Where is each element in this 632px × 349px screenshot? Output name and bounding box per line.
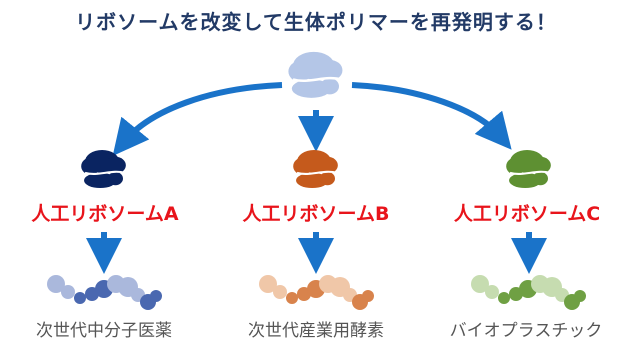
arrow-to-ribosome-c — [351, 82, 512, 150]
polymer-chain-c-icon — [471, 275, 586, 310]
polymer-bead — [150, 290, 162, 302]
ribosome-b-label: 人工リボソームB — [242, 203, 390, 225]
application-b-label: 次世代産業用酵素 — [248, 321, 384, 341]
polymer-chain-b-icon — [259, 275, 374, 310]
source-ribosome-icon — [288, 51, 343, 98]
polymer-bead — [574, 290, 586, 302]
diagram-title: リボソームを改変して生体ポリマーを再発明する！ — [0, 2, 632, 42]
polymer-bead — [485, 285, 499, 299]
polymer-bead — [471, 275, 489, 293]
polymer-bead — [61, 285, 75, 299]
application-c-label: バイオプラスチック — [449, 321, 603, 341]
polymer-bead — [286, 292, 298, 304]
arrow-to-ribosome-a — [112, 82, 283, 156]
title-emphasis-text: 再発明 — [430, 10, 494, 34]
ribosome-c-label: 人工リボソームC — [453, 203, 601, 225]
application-a-label: 次世代中分子医薬 — [36, 321, 172, 341]
polymer-bead — [273, 285, 287, 299]
polymer-chain-a-icon — [47, 275, 162, 310]
polymer-bead — [362, 290, 374, 302]
ribosome-a-label: 人工リボソームA — [31, 203, 179, 225]
polymer-bead — [498, 292, 510, 304]
ribosome-c-icon — [506, 150, 551, 189]
ribosome-b-icon — [293, 150, 338, 189]
title-suffix: する！ — [493, 10, 557, 34]
ribosome-a-icon — [81, 150, 126, 189]
polymer-bead — [259, 275, 277, 293]
title-emphasis: 再発明 — [431, 2, 494, 42]
polymer-bead — [74, 292, 86, 304]
polymer-bead — [47, 275, 65, 293]
title-prefix: リボソームを改変して生体ポリマーを — [75, 10, 431, 34]
